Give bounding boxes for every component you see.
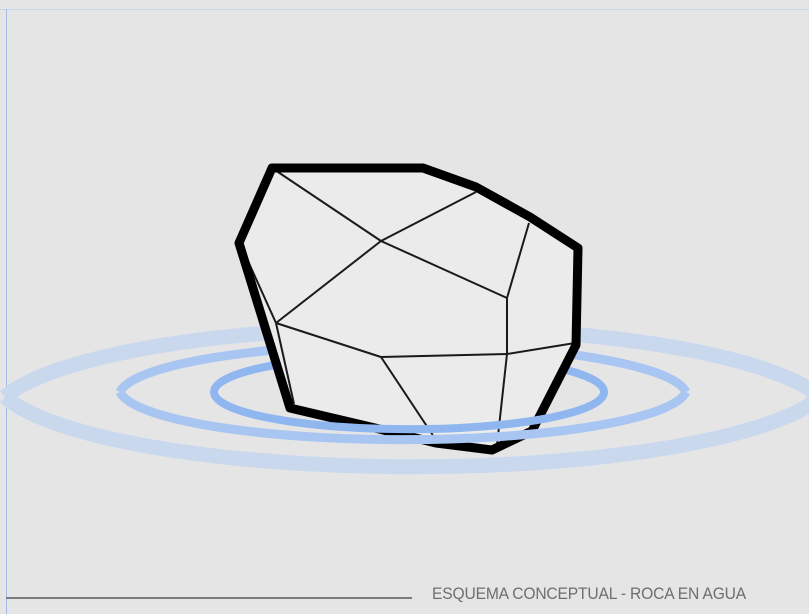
- rock: [239, 168, 578, 450]
- diagram-caption: ESQUEMA CONCEPTUAL - ROCA EN AGUA: [432, 584, 746, 604]
- caption-rule: [6, 597, 412, 599]
